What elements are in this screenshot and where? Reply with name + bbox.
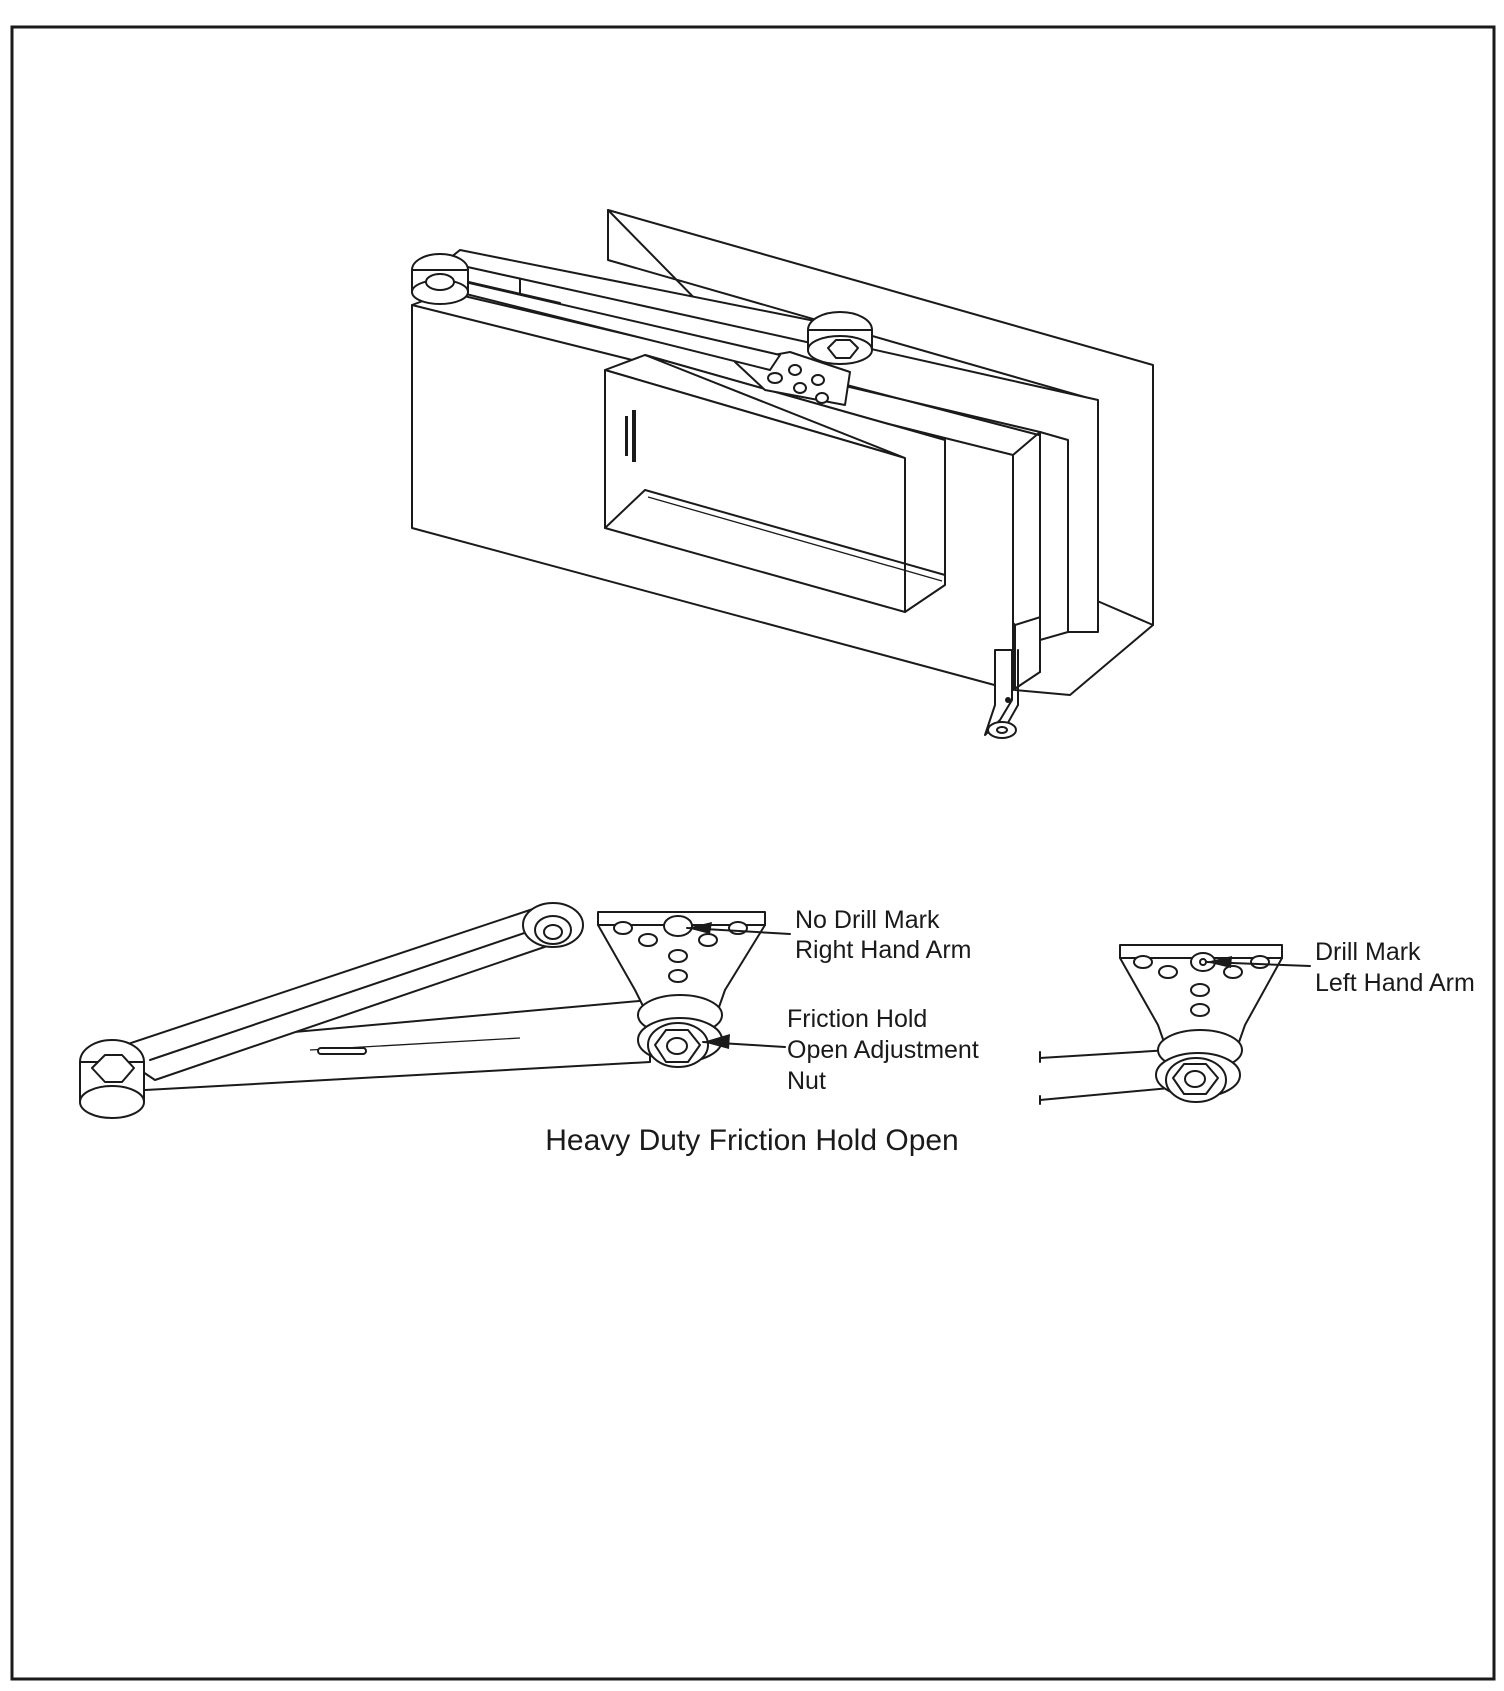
closer-arm-illustration — [79, 902, 766, 1119]
page-border — [10, 25, 1496, 1681]
no-drill-mark-line1: No Drill Mark — [795, 906, 940, 934]
friction-nut-line1: Friction Hold — [787, 1005, 927, 1033]
leader-lines — [686, 922, 1311, 1049]
friction-nut-line2: Open Adjustment — [787, 1036, 979, 1064]
arm-bracket-illustration — [1039, 944, 1283, 1105]
drill-mark-line1: Drill Mark — [1315, 938, 1421, 966]
door-closer-illustration — [411, 209, 1154, 739]
friction-nut-line3: Nut — [787, 1067, 826, 1095]
no-drill-mark-line2: Right Hand Arm — [795, 936, 971, 964]
figure-caption: Heavy Duty Friction Hold Open — [545, 1124, 959, 1157]
drill-mark-line2: Left Hand Arm — [1315, 969, 1475, 997]
